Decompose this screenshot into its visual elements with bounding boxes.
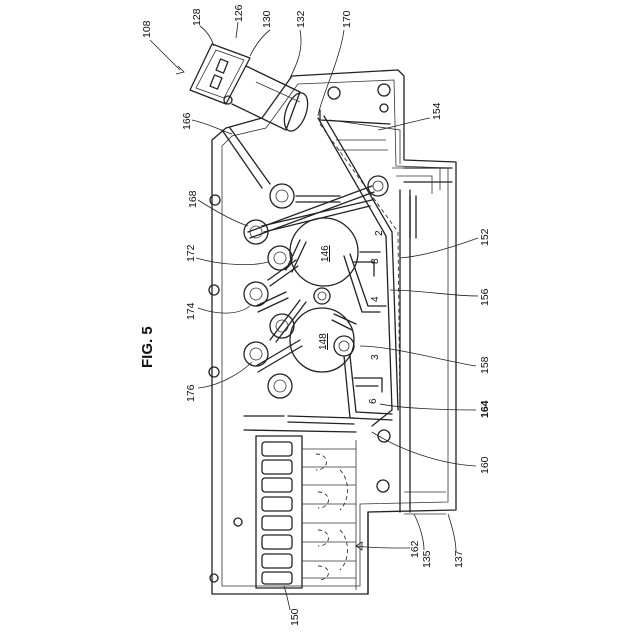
- ref-176: 176: [185, 384, 197, 402]
- ref-162: 162: [409, 540, 421, 558]
- ref-152: 152: [479, 228, 491, 246]
- leader-lines: [150, 22, 478, 610]
- ref-126: 126: [233, 4, 245, 22]
- ref-174: 174: [185, 302, 197, 320]
- chamber-number-6: 6: [368, 398, 379, 404]
- ref-156: 156: [479, 288, 491, 306]
- ref-132: 132: [295, 10, 307, 28]
- ref-168: 168: [187, 190, 199, 208]
- ref-137: 137: [453, 550, 465, 568]
- ref-158: 158: [479, 356, 491, 374]
- reference-numerals: 108 128 126 130 132 170 154 166 168 172 …: [141, 4, 491, 626]
- figure-title: FIG. 5: [139, 326, 156, 368]
- chamber-label-146: 146: [320, 245, 331, 262]
- ref-164: 164: [479, 400, 491, 418]
- ref-128: 128: [191, 8, 203, 26]
- ref-108: 108: [141, 20, 153, 38]
- ref-160: 160: [479, 456, 491, 474]
- ref-135: 135: [421, 550, 433, 568]
- chamber-number-4: 4: [370, 296, 381, 302]
- chamber-label-148: 148: [318, 333, 329, 350]
- chamber-number-2: 2: [374, 230, 385, 236]
- ref-154: 154: [431, 102, 443, 120]
- chambers: [244, 176, 388, 398]
- ref-150: 150: [289, 608, 301, 626]
- chamber-number-3: 3: [370, 354, 381, 360]
- ref-170: 170: [341, 10, 353, 28]
- ref-172: 172: [185, 244, 197, 262]
- cartridge-body: [209, 70, 456, 594]
- ref-130: 130: [261, 10, 273, 28]
- fluid-channels: [222, 124, 440, 432]
- ref-166: 166: [181, 112, 193, 130]
- chamber-number-8: 8: [370, 258, 381, 264]
- blister-strip: [256, 436, 356, 590]
